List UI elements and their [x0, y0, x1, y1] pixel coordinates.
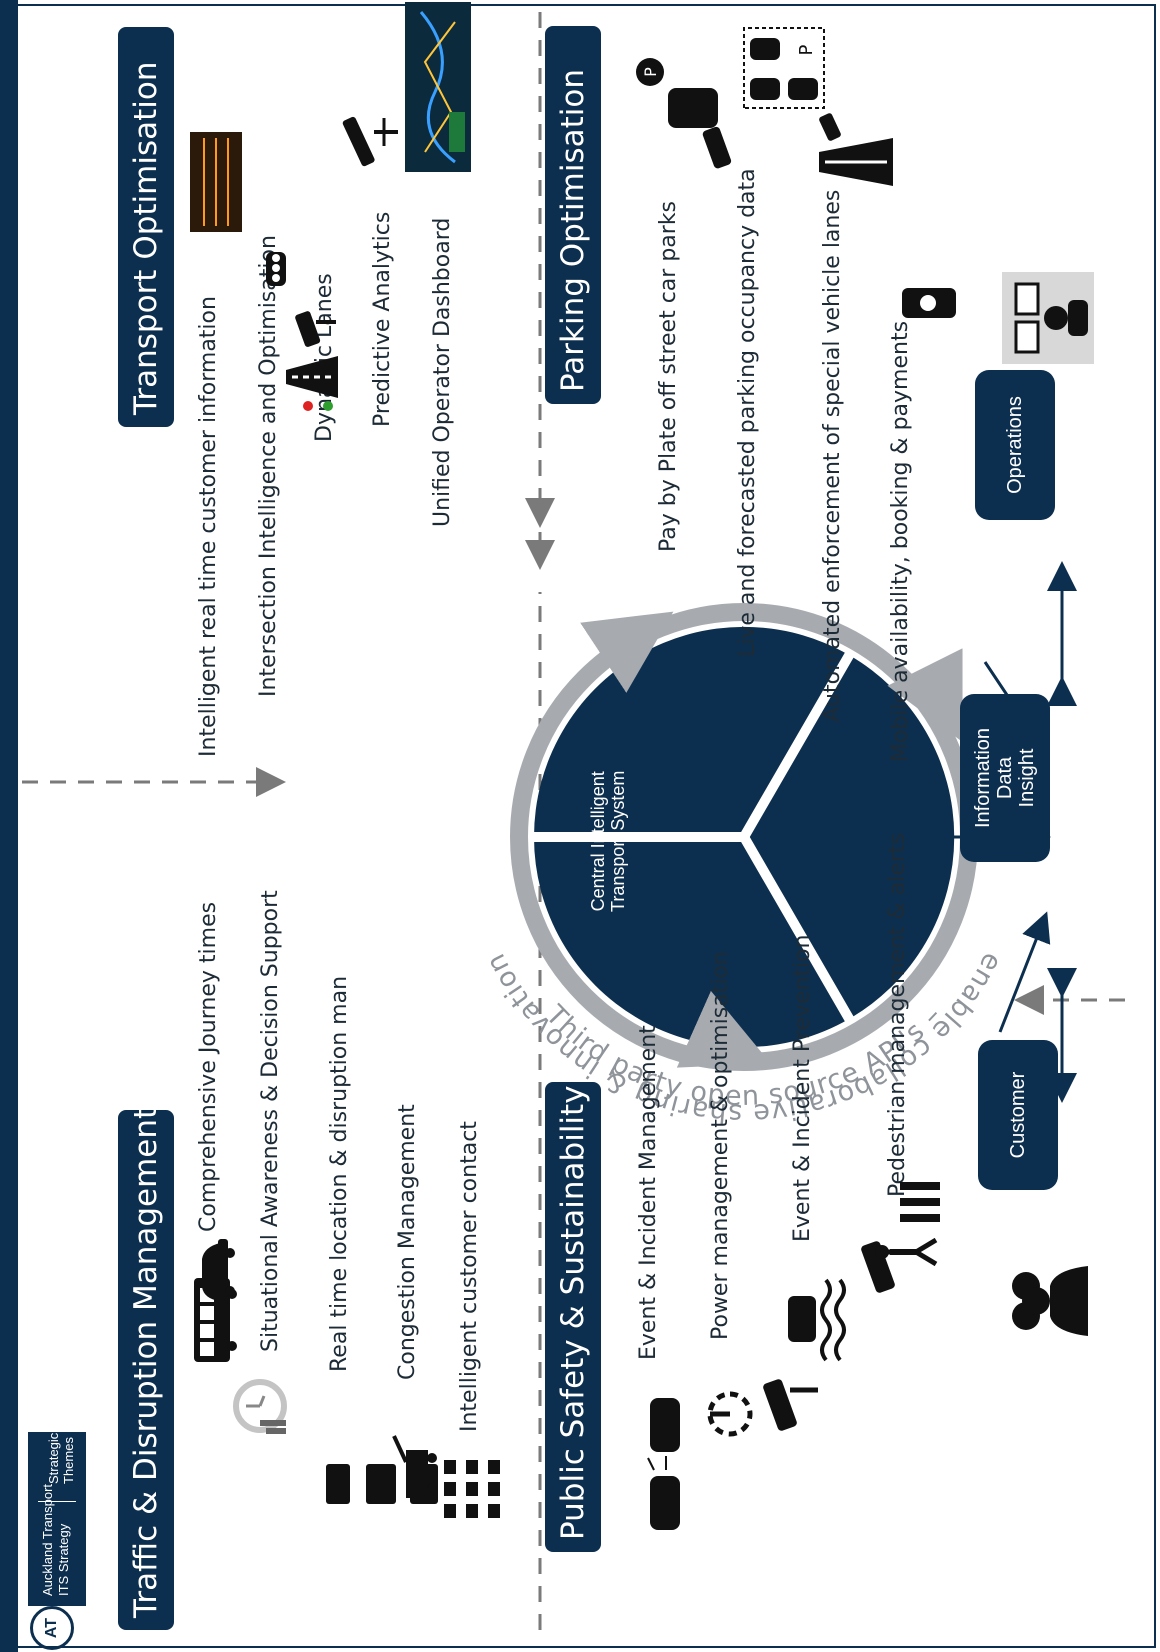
tow-truck-icon: [392, 1435, 437, 1498]
operations-node: Operations: [975, 370, 1055, 520]
theme-transport-title: Transport Optimisation: [118, 27, 174, 427]
cctv-camera-icon-2: [763, 1379, 818, 1431]
traffic-item-3: Real time location & disruption man: [327, 975, 352, 1372]
arrow-safety-to-info: [998, 911, 1051, 1033]
svg-text:P: P: [641, 67, 660, 77]
special-lane-icon: [819, 113, 893, 186]
vms-sign-icon: [190, 132, 242, 232]
transport-item-5: Unified Operator Dashboard: [430, 217, 455, 527]
safety-item-3: Event & Incident Prevention: [790, 934, 815, 1242]
cctv-camera-icon: [295, 311, 336, 347]
people-icon: [1012, 1266, 1088, 1336]
clock-icon: [233, 1379, 287, 1434]
pedestrian-crossing-icon: [875, 1182, 940, 1267]
svg-text:P: P: [796, 44, 817, 55]
transport-item-2: Intersection Intelligence and Optimisati…: [256, 235, 281, 697]
traffic-item-1: Comprehensive Journey times: [196, 901, 221, 1232]
parking-item-1: Pay by Plate off street car parks: [656, 200, 681, 552]
power-icon: [707, 1391, 753, 1437]
safety-item-1: Event & Incident Management: [636, 1025, 661, 1360]
segment-network-text: Network: [462, 872, 483, 942]
parking-item-4: Mobile availability, booking & payments: [888, 320, 913, 762]
segment-central-text: Central Intelligent Transport System: [588, 771, 628, 912]
parking-sensor-icon: P: [636, 58, 732, 169]
traffic-light-icon: [266, 252, 286, 286]
theme-parking-title: Parking Optimisation: [545, 26, 601, 404]
segment-data-label: Data: [462, 715, 483, 756]
segment-central-line1: Central Intelligent: [588, 771, 608, 912]
dashboard-map-icon: [405, 2, 471, 172]
theme-traffic-title: Traffic & Disruption Management: [118, 1107, 174, 1630]
parking-item-3: Automated enforcement of special vehicle…: [820, 189, 845, 722]
safety-item-2: Power management & optimisation: [708, 951, 733, 1340]
info-line-2: Data: [994, 756, 1016, 800]
customer-node: Customer: [978, 1040, 1058, 1190]
mobile-phone-icon: [902, 288, 956, 318]
info-line-3: Insight: [1016, 748, 1038, 808]
info-data-insight-node: Information Data Insight: [960, 694, 1050, 862]
transport-item-1: Intelligent real time customer informati…: [196, 296, 221, 757]
parking-bays-icon: P: [743, 27, 825, 109]
road-lanes-icon: [286, 356, 338, 411]
safety-item-4: Pedestrian management & alerts: [885, 833, 910, 1197]
car-icon: [202, 1239, 235, 1305]
segment-central-line2: Transport System: [608, 770, 628, 912]
analytics-icon: [342, 116, 398, 167]
transport-item-4: Predictive Analytics: [370, 211, 395, 427]
contact-icons: [444, 1460, 500, 1518]
traffic-item-2: Situational Awareness & Decision Support: [258, 890, 283, 1352]
theme-safety-title: Public Safety & Sustainability: [545, 1082, 601, 1552]
info-line-1: Information: [972, 727, 994, 829]
crash-icon: [647, 1398, 680, 1530]
traffic-item-4: Congestion Management: [395, 1104, 420, 1380]
parking-item-2: Live and forecasted parking occupancy da…: [735, 168, 760, 657]
operator-desk-icon: [1002, 272, 1094, 364]
flood-icon: [788, 1278, 846, 1362]
traffic-item-5: Intelligent customer contact: [457, 1121, 482, 1432]
